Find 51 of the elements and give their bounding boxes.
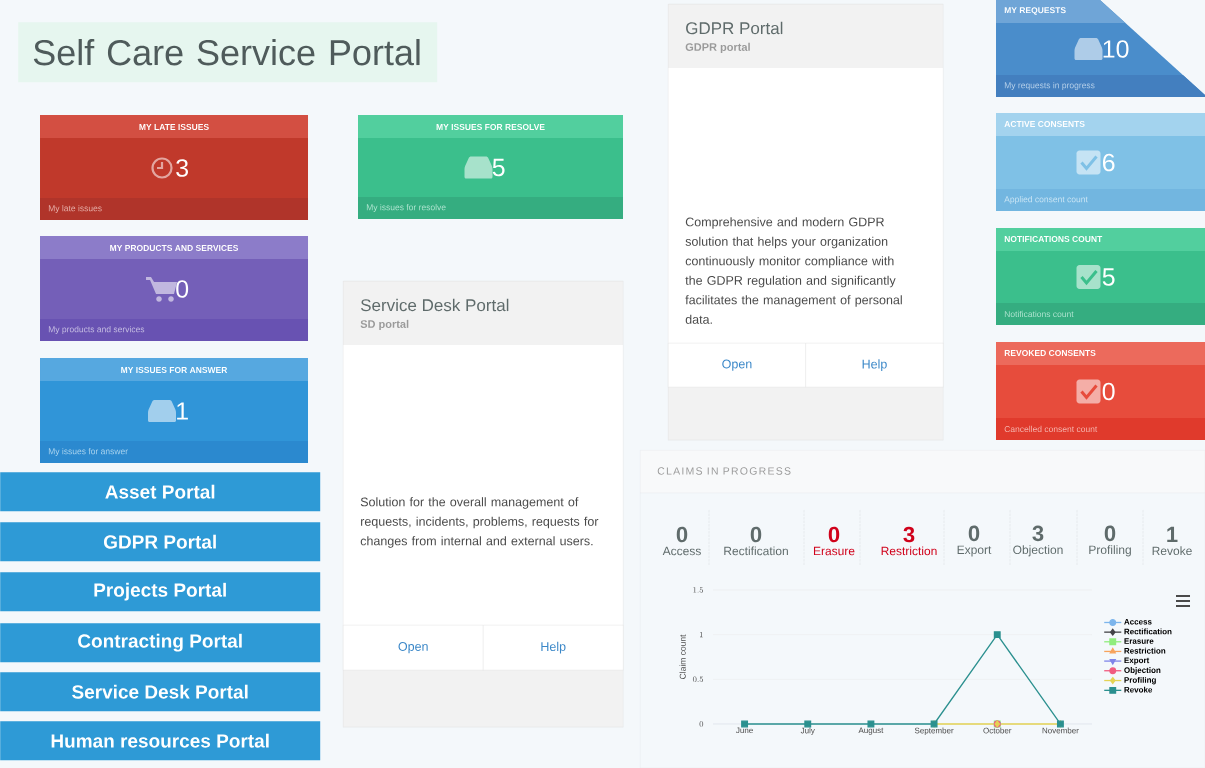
card-subtitle: SD portal xyxy=(360,319,409,331)
tile-value: 0 xyxy=(1102,382,1115,401)
panel-heading: CLAIMS IN PROGRESS xyxy=(657,467,791,475)
tile-value: 5 xyxy=(492,158,505,177)
tile-caption: Cancelled consent count xyxy=(1004,425,1098,433)
y-tick-label: 0 xyxy=(699,721,704,727)
legend-label: Access xyxy=(1124,618,1152,625)
legend-label: Objection xyxy=(1124,667,1161,675)
x-tick-label: September xyxy=(914,727,954,735)
legend-label: Rectification xyxy=(1124,628,1172,635)
tile-caption: My products and services xyxy=(48,326,145,334)
legend-label: Profiling xyxy=(1124,676,1156,685)
tile-caption: Notifications count xyxy=(1004,310,1074,318)
tile-heading: REVOKED CONSENTS xyxy=(1004,350,1096,356)
tile-heading: MY LATE ISSUES xyxy=(139,124,209,130)
card-title: Service Desk Portal xyxy=(361,298,509,312)
y-tick-label: 0.5 xyxy=(692,676,704,683)
card-subtitle: GDPR portal xyxy=(685,42,750,54)
y-axis-title: Claim count xyxy=(679,634,686,679)
tile-heading: MY ISSUES FOR ANSWER xyxy=(121,367,228,373)
card-title: GDPR Portal xyxy=(686,21,783,35)
tile-caption: Applied consent count xyxy=(1004,196,1088,204)
x-tick-label: July xyxy=(800,727,815,735)
tile-heading: MY ISSUES FOR RESOLVE xyxy=(436,124,545,130)
x-tick-label: August xyxy=(858,727,884,735)
tile-heading: MY REQUESTS xyxy=(1004,7,1066,15)
card-description: Comprehensive and modern GDPR solution that helps your organization continuously monitor compliance with the GDPR regulation and significantly facilitates the management of personal data. xyxy=(685,217,902,324)
tile-value: 0 xyxy=(176,280,189,298)
x-tick-label: June xyxy=(736,727,753,734)
tile-caption: My requests in progress xyxy=(1004,82,1095,90)
tile-value: 5 xyxy=(1102,268,1115,286)
tile-heading: NOTIFICATIONS COUNT xyxy=(1004,236,1103,242)
legend-label: Erasure xyxy=(1124,638,1154,644)
legend-label: Restriction xyxy=(1124,647,1166,654)
tile-value: 3 xyxy=(176,159,188,177)
tile-value: 1 xyxy=(177,402,188,420)
tile-heading: MY PRODUCTS AND SERVICES xyxy=(110,245,239,251)
tile-caption: My issues for resolve xyxy=(366,204,446,212)
card-description: Solution for the overall management of requests, incidents, problems, requests for changes from internal and external users. xyxy=(360,497,599,548)
x-tick-label: October xyxy=(983,727,1012,734)
tile-value: 6 xyxy=(1102,153,1115,172)
tile-value: 10 xyxy=(1103,40,1129,58)
tile-caption: My late issues xyxy=(48,205,102,213)
legend-label: Export xyxy=(1124,657,1150,665)
y-tick-label: 1 xyxy=(699,631,703,638)
tile-caption: My issues for answer xyxy=(48,448,128,456)
tile-heading: ACTIVE CONSENTS xyxy=(1004,121,1085,127)
y-tick-label: 1 .5 xyxy=(693,587,704,593)
legend-label: Revoke xyxy=(1124,686,1153,693)
x-tick-label: November xyxy=(1042,727,1079,734)
page-title: Self Care Service Portal xyxy=(18,22,438,83)
